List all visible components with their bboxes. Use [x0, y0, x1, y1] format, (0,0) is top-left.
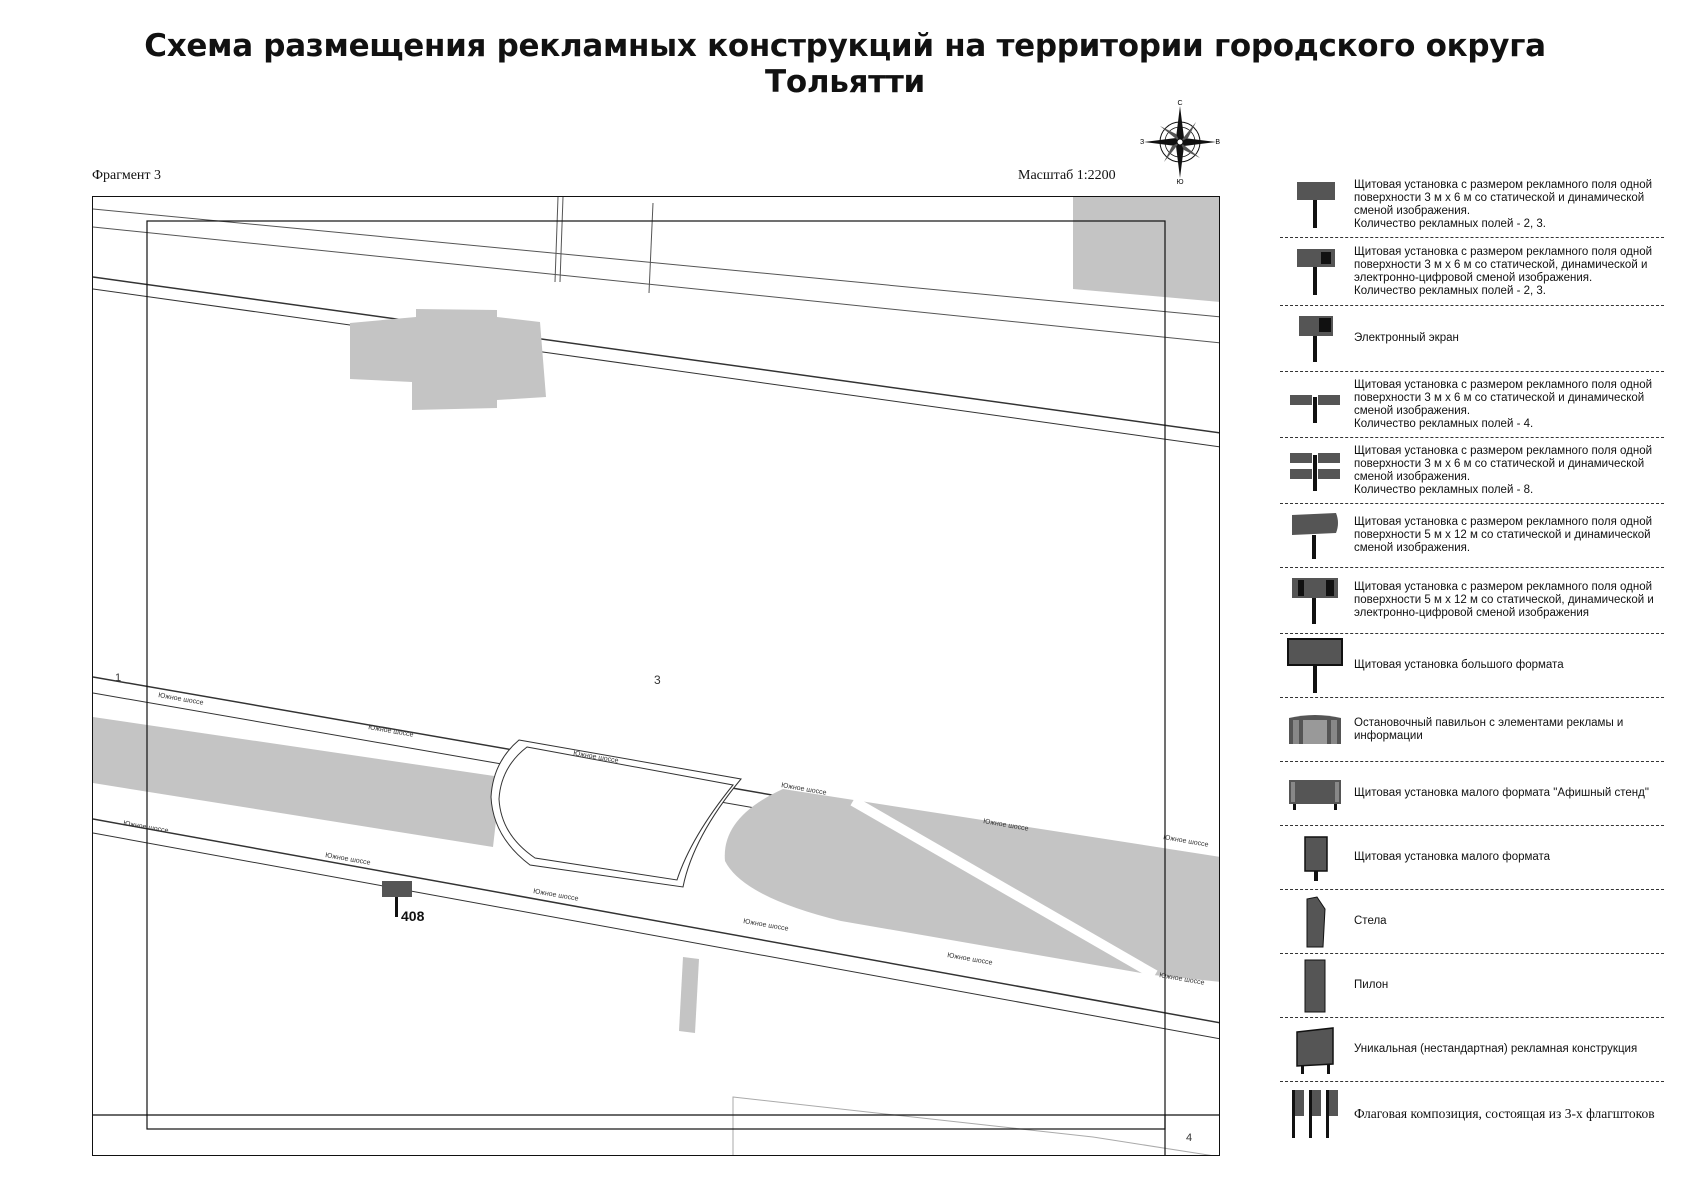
- legend-item: Щитовая установка с размером рекламного …: [1280, 568, 1664, 634]
- legend-item: Щитовая установка с размером рекламного …: [1280, 438, 1664, 504]
- legend-item: Щитовая установка с размером рекламного …: [1280, 238, 1664, 306]
- road-label: Южное шоссе: [533, 888, 579, 903]
- legend-item: Щитовая установка большого формата: [1280, 634, 1664, 698]
- stele-icon: [1306, 895, 1326, 947]
- legend-item: Щитовая установка малого формата "Афишны…: [1280, 762, 1664, 826]
- map-island-middle: [490, 739, 742, 888]
- legend-item: Уникальная (нестандартная) рекламная кон…: [1280, 1018, 1664, 1082]
- legend-item: Щитовая установка с размером рекламного …: [1280, 172, 1664, 238]
- parcel-label-4: 4: [1186, 1132, 1192, 1144]
- road-label: Южное шоссе: [743, 918, 789, 933]
- compass-north: С: [1177, 100, 1182, 107]
- legend-item: Щитовая установка малого формата: [1280, 826, 1664, 890]
- legend-item: Щитовая установка с размером рекламного …: [1280, 372, 1664, 438]
- map-median-left: [93, 717, 501, 847]
- pylon-icon: [1304, 959, 1326, 1012]
- road-label: Южное шоссе: [368, 724, 414, 739]
- road-label: Южное шоссе: [947, 952, 993, 967]
- electronic-screen-icon: [1299, 315, 1333, 362]
- legend-item: Остановочный павильон с элементами рекла…: [1280, 698, 1664, 762]
- compass-rose-icon: С Ю З В: [1140, 100, 1220, 184]
- poster-stand-icon: [1289, 779, 1341, 810]
- billboard-5x12-digital-icon: [1292, 577, 1338, 624]
- parcel-label-3: 3: [654, 673, 661, 687]
- legend-item: Стела: [1280, 890, 1664, 954]
- unique-structure-icon: [1296, 1026, 1334, 1074]
- compass-south: Ю: [1176, 179, 1183, 184]
- compass-east: В: [1215, 139, 1220, 146]
- legend-item: Электронный экран: [1280, 306, 1664, 372]
- legend-item: Щитовая установка с размером рекламного …: [1280, 504, 1664, 568]
- small-format-billboard-icon: [1304, 835, 1328, 881]
- page-title: Схема размещения рекламных конструкций н…: [144, 28, 1546, 100]
- map-building: [350, 309, 546, 410]
- road-label: Южное шоссе: [123, 820, 169, 835]
- map-frame: 1 3 4 Южное шоссе Южное шоссе Южное шосс…: [92, 196, 1220, 1156]
- legend-item: Пилон: [1280, 954, 1664, 1018]
- road-label: Южное шоссе: [1163, 834, 1209, 849]
- billboard-5x12-icon: [1292, 512, 1338, 559]
- legend-item: Флаговая композиция, состоящая из 3-х фл…: [1280, 1082, 1664, 1146]
- parcel-label-1: 1: [115, 672, 121, 684]
- map-canvas[interactable]: 1 3 4 Южное шоссе Южное шоссе Южное шосс…: [93, 197, 1220, 1156]
- flag-composition-icon: [1292, 1090, 1338, 1138]
- billboard-3x6-icon: [1297, 181, 1335, 228]
- billboard-marker[interactable]: 408: [382, 881, 425, 924]
- fragment-label: Фрагмент 3: [92, 168, 162, 183]
- legend: Щитовая установка с размером рекламного …: [1280, 172, 1664, 1146]
- scale-label: Масштаб 1:2200: [1018, 168, 1116, 183]
- billboard-3x6-digital-icon: [1297, 248, 1335, 295]
- large-format-billboard-icon: [1287, 637, 1343, 693]
- bus-stop-pavilion-icon: [1289, 714, 1341, 744]
- billboard-4-fields-icon: [1290, 394, 1340, 423]
- marker-number: 408: [401, 908, 425, 924]
- billboard-8-fields-icon: [1290, 452, 1340, 491]
- map-island-right: [724, 789, 1219, 982]
- road-label: Южное шоссе: [158, 692, 204, 707]
- compass-west: З: [1140, 139, 1144, 146]
